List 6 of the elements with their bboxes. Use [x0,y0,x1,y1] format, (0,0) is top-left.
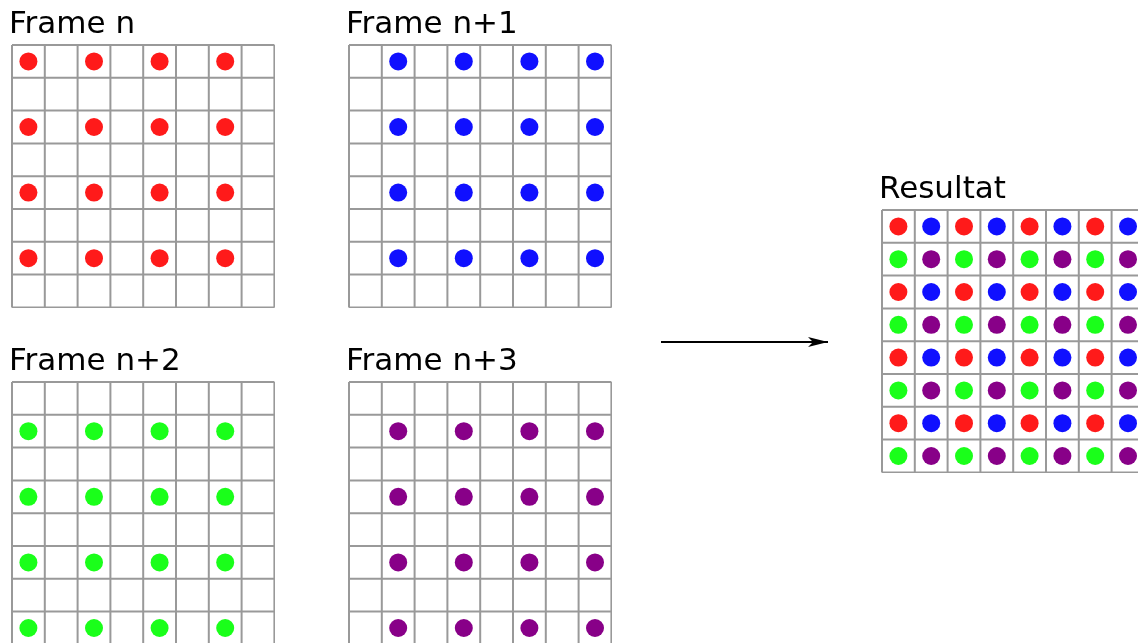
arrow [660,337,829,347]
frame-label: Frame n+1 [346,5,518,39]
frame-label: Frame n+2 [9,342,181,376]
frame-label: Resultat [879,170,1006,204]
frame-label: Frame n [9,5,136,39]
frame-label: Frame n+3 [346,342,518,376]
